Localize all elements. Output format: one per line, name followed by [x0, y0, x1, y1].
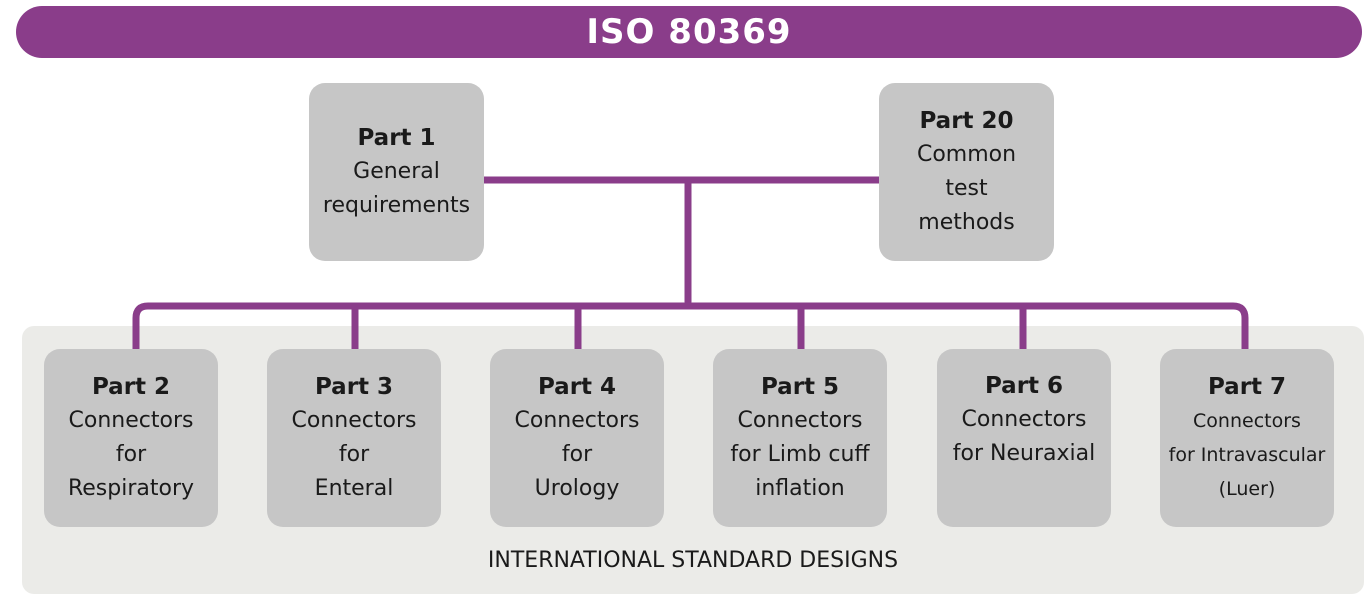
part-1-label: Part 1 [357, 125, 436, 151]
part-2-box: Part 2 Connectors for Respiratory [44, 349, 218, 527]
part-20-label: Part 20 [919, 108, 1014, 134]
part-1-box: Part 1 General requirements [309, 83, 484, 261]
page-title: ISO 80369 [16, 6, 1362, 58]
part-5-label: Part 5 [760, 374, 840, 400]
part-7-label: Part 7 [1207, 374, 1287, 400]
part-5-box: Part 5 Connectors for Limb cuff inflatio… [713, 349, 887, 527]
international-standard-designs-panel [22, 326, 1364, 594]
part-4-label: Part 4 [537, 374, 617, 400]
part-3-description: Connectors for Enteral [291, 408, 417, 501]
part-5-description: Connectors for Limb cuff inflation [730, 408, 870, 501]
part-7-box: Part 7 Connectors for Intravascular (Lue… [1160, 349, 1334, 527]
part-3-label: Part 3 [314, 374, 394, 400]
part-6-box: Part 6 Connectors for Neuraxial [937, 349, 1111, 527]
part-2-label: Part 2 [91, 374, 171, 400]
part-3-box: Part 3 Connectors for Enteral [267, 349, 441, 527]
part-20-box: Part 20 Common test methods [879, 83, 1054, 261]
part-2-description: Connectors for Respiratory [67, 408, 195, 501]
part-7-description: Connectors for Intravascular (Luer) [1168, 410, 1326, 500]
part-4-box: Part 4 Connectors for Urology [490, 349, 664, 527]
part-6-description: Connectors for Neuraxial [952, 407, 1096, 466]
part-20-description: Common test methods [916, 142, 1017, 235]
part-1-description: General requirements [322, 159, 471, 218]
bottom-bus-line [132, 302, 1249, 354]
designs-caption: INTERNATIONAL STANDARD DESIGNS [487, 548, 899, 573]
part-4-description: Connectors for Urology [514, 408, 640, 501]
part-6-label: Part 6 [984, 373, 1064, 399]
